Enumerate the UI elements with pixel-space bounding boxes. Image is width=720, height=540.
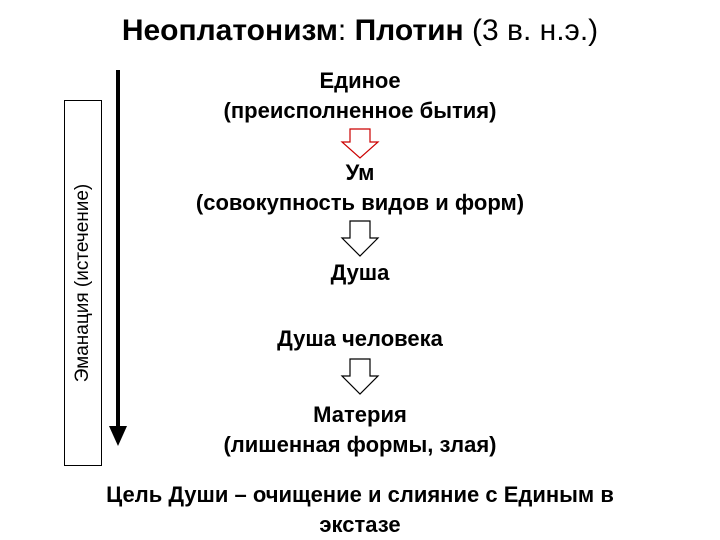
node-human-soul-name: Душа человека [277, 326, 443, 351]
node-mind-name: Ум [345, 160, 375, 185]
page-title: Неоплатонизм: Плотин (3 в. н.э.) [0, 14, 720, 48]
emanation-label: Эманация (истечение) [72, 183, 93, 383]
flow-arrow-2 [340, 220, 380, 257]
title-author: Плотин [354, 14, 464, 47]
node-one: Единое (преисполненное бытия) [160, 66, 560, 126]
emanation-arrow-head [109, 426, 127, 446]
flow-arrow-1 [340, 128, 380, 159]
title-era: (3 в. н.э.) [472, 14, 599, 47]
footer-line-2: экстазе [319, 512, 401, 537]
title-main: Неоплатонизм [121, 14, 338, 47]
node-mind: Ум (совокупность видов и форм) [110, 158, 610, 218]
node-matter-name: Материя [313, 402, 407, 427]
node-soul-name: Душа [330, 260, 390, 285]
title-colon: : [337, 14, 347, 47]
node-matter: Материя (лишенная формы, злая) [110, 400, 610, 460]
node-one-note: (преисполненное бытия) [223, 98, 497, 123]
node-matter-note: (лишенная формы, злая) [223, 432, 497, 457]
footer-goal: Цель Души – очищение и слияние с Единым … [0, 480, 720, 540]
emanation-arrow [109, 70, 127, 446]
node-mind-note: (совокупность видов и форм) [195, 190, 525, 215]
flow-arrow-3-shape [340, 358, 380, 395]
flow-arrow-1-shape [340, 128, 380, 159]
flow-arrow-3 [340, 358, 380, 395]
node-soul: Душа [160, 258, 560, 288]
node-human-soul: Душа человека [160, 324, 560, 354]
flow-arrow-2-shape [340, 220, 380, 257]
footer-line-1: Цель Души – очищение и слияние с Единым … [106, 482, 614, 507]
emanation-label-box: Эманация (истечение) [64, 100, 102, 466]
node-one-name: Единое [319, 68, 401, 93]
